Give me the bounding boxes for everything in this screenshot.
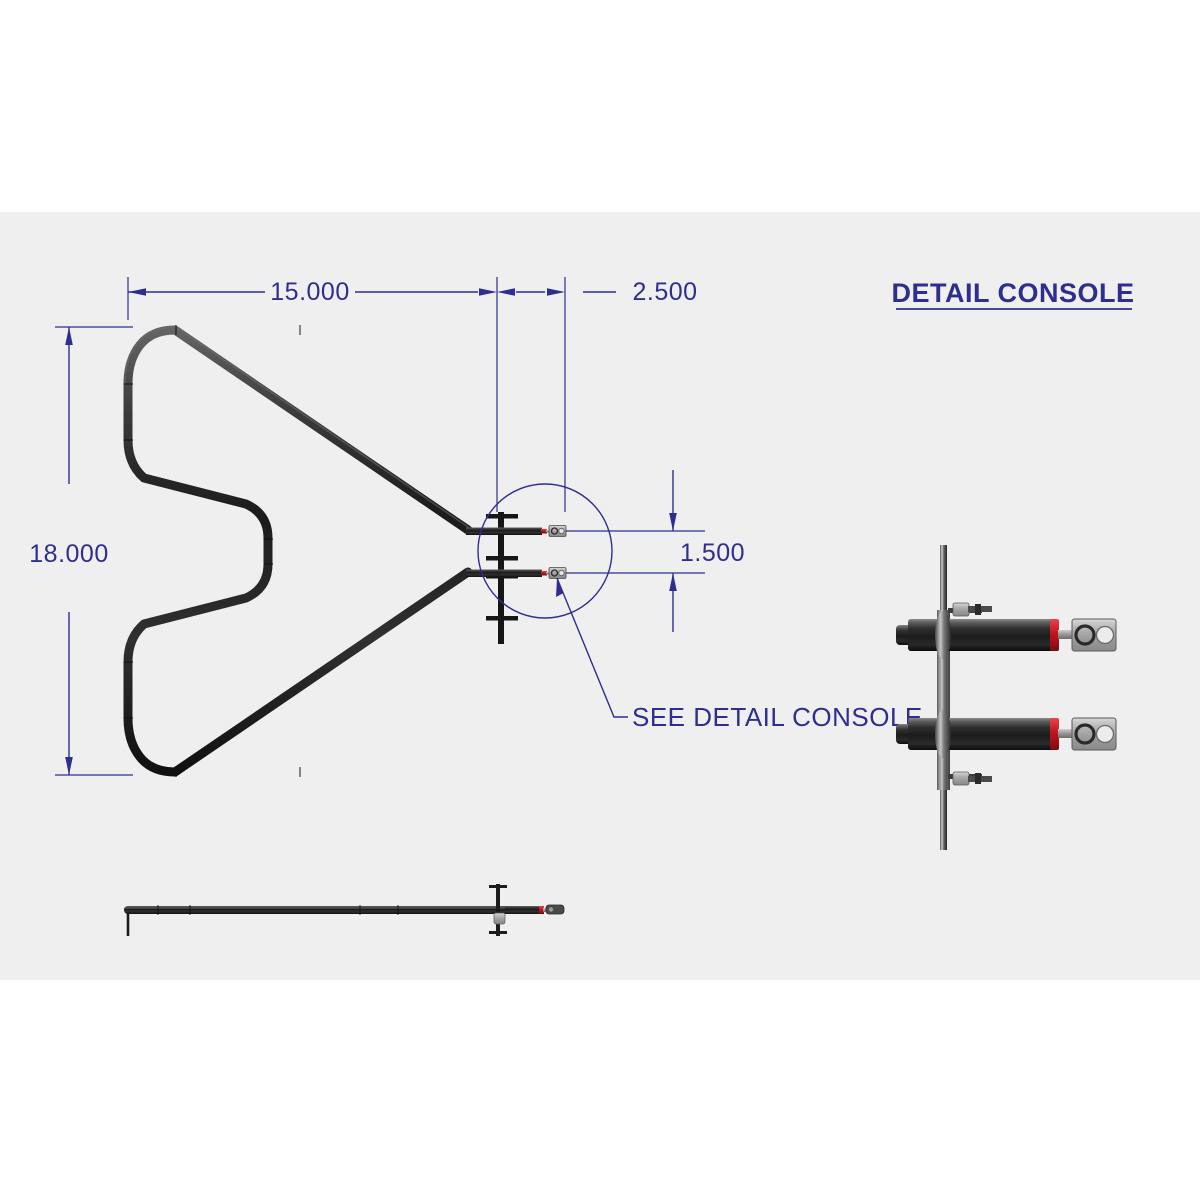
dimension-label-15000: 15.000 bbox=[270, 278, 349, 306]
detail-leader-label: SEE DETAIL CONSOLE bbox=[632, 702, 923, 732]
detail-callout-circle bbox=[477, 483, 613, 619]
dimension-height-overall: 18.000 bbox=[29, 326, 133, 776]
dimension-terminal-offset: 2.500 bbox=[497, 277, 697, 512]
side-view-bracket bbox=[489, 884, 507, 936]
dimension-label-18000: 18.000 bbox=[29, 540, 108, 568]
drawing-canvas: 15.000 2.500 bbox=[0, 212, 1200, 980]
dimension-layer: 15.000 2.500 bbox=[29, 277, 745, 776]
front-terminal-console bbox=[466, 512, 567, 644]
dimension-label-2500: 2.500 bbox=[632, 278, 697, 306]
detail-upper-bracket-tab bbox=[948, 602, 992, 617]
bend-tick-marks bbox=[124, 325, 301, 777]
detail-leader: SEE DETAIL CONSOLE bbox=[556, 577, 923, 732]
side-view bbox=[124, 884, 565, 936]
element-tube-path bbox=[123, 325, 473, 777]
detail-console-view: DETAIL CONSOLE bbox=[891, 278, 1134, 850]
technical-drawing-svg: 15.000 2.500 bbox=[29, 277, 1134, 936]
dimension-label-1500: 1.500 bbox=[680, 539, 745, 567]
side-view-tube bbox=[124, 906, 544, 914]
element-tube-highlight bbox=[124, 326, 469, 528]
dimension-terminal-spacing: 1.500 bbox=[566, 470, 745, 632]
detail-lower-bracket-tab bbox=[948, 771, 992, 786]
detail-lower-heater bbox=[896, 710, 1117, 786]
detail-console-title: DETAIL CONSOLE bbox=[891, 278, 1134, 308]
front-view bbox=[123, 325, 613, 777]
side-view-bend-ticks bbox=[157, 905, 399, 915]
side-view-terminal bbox=[505, 904, 565, 915]
dimension-width-overall: 15.000 bbox=[127, 277, 498, 512]
detail-upper-heater bbox=[896, 602, 1117, 659]
